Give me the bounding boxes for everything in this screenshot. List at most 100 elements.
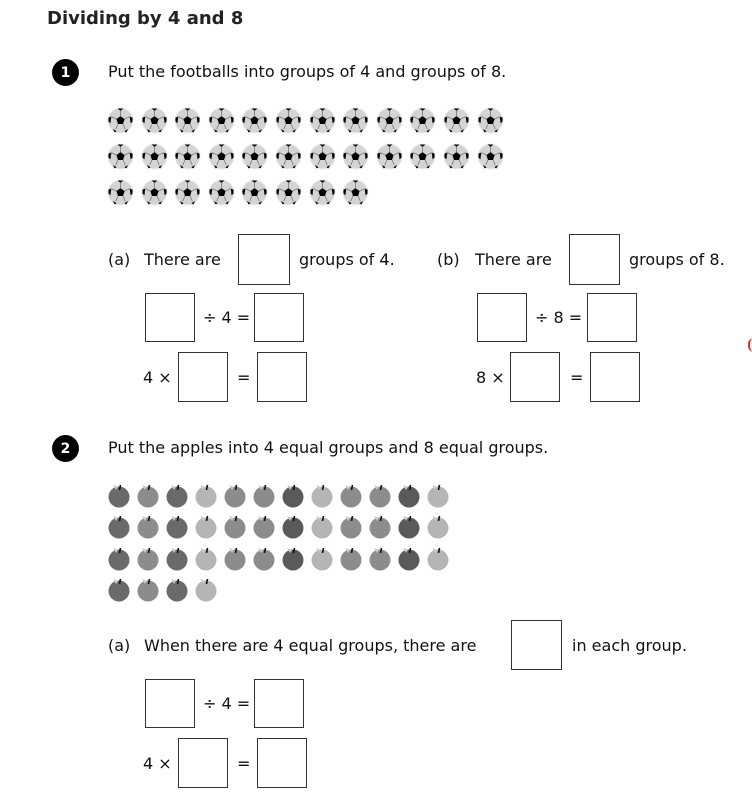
apple-icon [339, 545, 363, 571]
football-icon [208, 143, 235, 170]
apple-icon [165, 545, 189, 571]
football-icon [275, 143, 302, 170]
football-icon [309, 143, 336, 170]
football-icon [174, 107, 201, 134]
football-icon [275, 179, 302, 206]
answer-box-factor[interactable] [178, 352, 228, 402]
football-icon [107, 143, 134, 170]
apple-icon [339, 513, 363, 539]
answer-box-product[interactable] [590, 352, 640, 402]
football-icon [477, 143, 504, 170]
answer-box-quotient[interactable] [254, 679, 304, 728]
equals-text: = [570, 368, 584, 387]
edge-mark [748, 338, 752, 352]
apple-icon [281, 482, 305, 508]
football-icon [241, 143, 268, 170]
divide-by-4-text: ÷ 4 = [203, 308, 251, 327]
answer-box-dividend[interactable] [145, 679, 195, 728]
question-2-prompt: Put the apples into 4 equal groups and 8… [108, 438, 549, 457]
part-a-label: (a) [108, 250, 131, 269]
times-8-text: 8 × [476, 368, 505, 387]
football-icon [241, 179, 268, 206]
football-icon [275, 107, 302, 134]
apple-icon [165, 576, 189, 602]
q2-part-a-suffix: in each group. [572, 636, 687, 655]
football-icon [342, 107, 369, 134]
q2-part-a-text: When there are 4 equal groups, there are [144, 636, 477, 655]
apple-icon [252, 482, 276, 508]
apple-icon [107, 545, 131, 571]
apple-icon [136, 576, 160, 602]
answer-box-factor[interactable] [510, 352, 560, 402]
apple-icon [426, 482, 450, 508]
apple-icon [397, 482, 421, 508]
apple-icon [310, 513, 334, 539]
answer-box-dividend[interactable] [477, 293, 527, 342]
apple-icon [107, 513, 131, 539]
football-icon [141, 107, 168, 134]
football-icon [342, 179, 369, 206]
apple-icon [397, 545, 421, 571]
worksheet-title: Dividing by 4 and 8 [47, 8, 244, 29]
football-icon [477, 107, 504, 134]
football-icon [409, 107, 436, 134]
apple-icon [426, 513, 450, 539]
football-icon [309, 179, 336, 206]
apple-icon [194, 545, 218, 571]
part-a-text: There are [144, 250, 221, 269]
answer-box-dividend[interactable] [145, 293, 195, 342]
football-icon [443, 107, 470, 134]
equals-text: = [237, 754, 251, 773]
football-icon [208, 107, 235, 134]
football-icon [208, 179, 235, 206]
apple-icon [194, 482, 218, 508]
question-1-prompt: Put the footballs into groups of 4 and g… [108, 62, 507, 81]
times-4-text: 4 × [143, 368, 172, 387]
q2-part-a-label: (a) [108, 636, 131, 655]
question-number-1: 1 [52, 59, 79, 86]
part-b-text: There are [475, 250, 552, 269]
apple-icon [281, 545, 305, 571]
apple-icon [107, 482, 131, 508]
divide-by-4-text: ÷ 4 = [203, 694, 251, 713]
football-icon [107, 107, 134, 134]
football-icon [141, 143, 168, 170]
football-icon [174, 143, 201, 170]
football-icon [376, 143, 403, 170]
football-icon [241, 107, 268, 134]
apple-icon [252, 513, 276, 539]
apple-icon [310, 482, 334, 508]
answer-box-product[interactable] [257, 738, 307, 788]
answer-box-groups-of-8[interactable] [569, 234, 620, 285]
football-icon [309, 107, 336, 134]
football-icon [141, 179, 168, 206]
divide-by-8-text: ÷ 8 = [535, 308, 583, 327]
apple-icon [339, 482, 363, 508]
answer-box-factor[interactable] [178, 738, 228, 788]
apple-icon [223, 482, 247, 508]
apple-icon [136, 513, 160, 539]
apple-icon [310, 545, 334, 571]
football-icon [342, 143, 369, 170]
answer-box-quotient[interactable] [587, 293, 637, 342]
apple-icon [136, 545, 160, 571]
answer-box-groups-of-4[interactable] [238, 234, 290, 285]
part-b-label: (b) [437, 250, 460, 269]
apple-icon [223, 545, 247, 571]
football-icon [443, 143, 470, 170]
apple-icon [426, 545, 450, 571]
equals-text: = [237, 368, 251, 387]
part-a-suffix: groups of 4. [299, 250, 395, 269]
apple-icon [252, 545, 276, 571]
part-b-suffix: groups of 8. [629, 250, 725, 269]
football-icon [107, 179, 134, 206]
answer-box-quotient[interactable] [254, 293, 304, 342]
apple-icon [165, 513, 189, 539]
answer-box-product[interactable] [257, 352, 307, 402]
apple-icon [194, 576, 218, 602]
football-icon [376, 107, 403, 134]
apple-icon [223, 513, 247, 539]
apple-icon [281, 513, 305, 539]
answer-box-each-group[interactable] [511, 620, 562, 670]
apple-icon [368, 545, 392, 571]
